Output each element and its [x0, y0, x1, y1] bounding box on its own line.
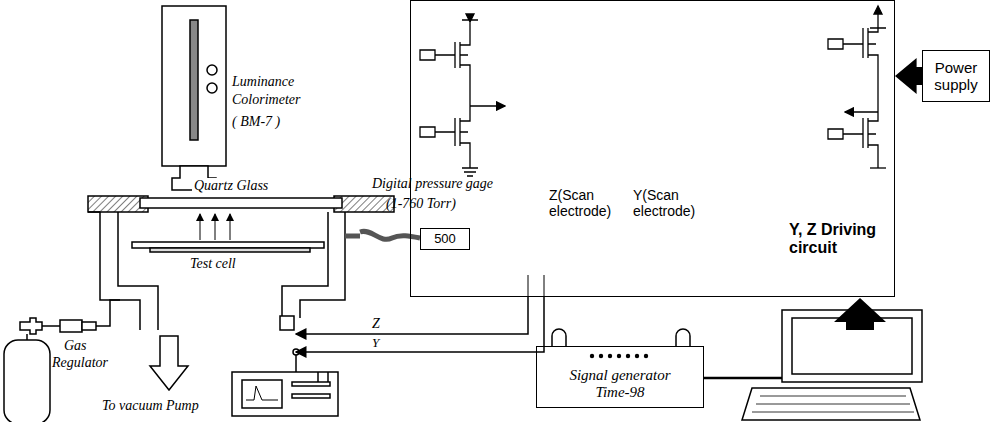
gage-range: (1-760 Torr) — [386, 196, 456, 212]
power-supply-box: Power supply — [922, 50, 990, 102]
vacuum-arrow — [150, 336, 188, 390]
power-supply-label: Power supply — [926, 59, 986, 94]
computer-arrow — [834, 298, 886, 330]
power-arrow — [895, 58, 922, 94]
gage-reading: 500 — [434, 232, 456, 247]
y-wire — [296, 297, 544, 352]
device-label: ( BM-7 ) — [232, 114, 280, 130]
part-label: Regulator — [52, 355, 108, 371]
circuit-title: Y, Z Driving circuit — [789, 221, 889, 258]
pump-label: To vacuum Pump — [102, 398, 199, 414]
part-label: Quartz Glass — [192, 178, 270, 194]
signal-generator-knobs — [552, 329, 690, 346]
gage-label: Digital pressure gage — [372, 176, 493, 192]
electrode-label: Z(Scan electrode) — [549, 187, 629, 219]
computer — [704, 310, 922, 420]
gage-display: 500 — [420, 228, 470, 250]
device-label: Luminance — [232, 74, 294, 90]
generator-name: Signal generator — [569, 367, 670, 384]
part-label: Gas — [64, 338, 87, 354]
driving-circuit-box: Z(Scan electrode)Y(Scan electrode) Y, Z D… — [410, 0, 895, 297]
signal-name: Y — [372, 336, 379, 351]
generator-model: Time-98 — [595, 384, 644, 401]
part-label: Test cell — [190, 256, 236, 272]
vacuum-chamber — [88, 196, 394, 330]
signal-name: Z — [372, 316, 380, 332]
generator-dots — [590, 354, 648, 358]
device-label: Colorimeter — [232, 92, 300, 108]
electrode-label: Y(Scan electrode) — [633, 187, 713, 219]
colorimeter — [162, 6, 226, 190]
oscilloscope — [232, 349, 338, 416]
signal-generator-box: Signal generatorTime-98 — [536, 346, 704, 408]
z-wire — [296, 297, 528, 334]
gage-tube — [345, 231, 420, 239]
